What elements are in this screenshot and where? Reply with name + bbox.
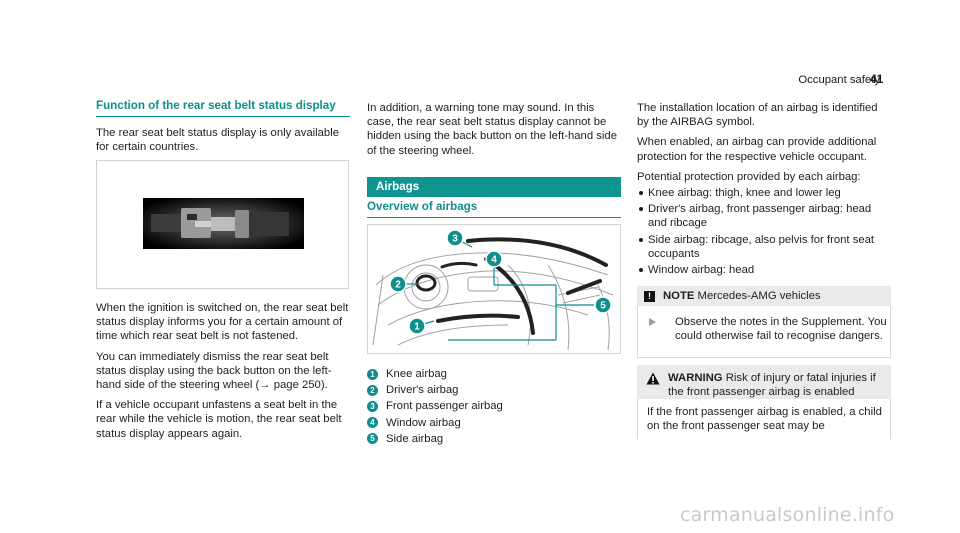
legend-label: Driver's airbag xyxy=(386,384,459,397)
legend-number: 2 xyxy=(367,384,378,396)
paragraph: Potential protection provided by each ai… xyxy=(637,170,861,183)
callout-3-badge xyxy=(446,229,464,247)
note-label: NOTE xyxy=(663,289,695,302)
paragraph: In addition, a warning tone may sound. I… xyxy=(367,102,617,157)
protection-list: Knee airbag: thigh, knee and lower leg D… xyxy=(637,186,891,277)
legend-number: 1 xyxy=(367,368,378,380)
legend-item: 1 Knee airbag xyxy=(367,367,621,381)
subheading: Overview of airbags xyxy=(367,200,621,218)
running-header: Occupant safety xyxy=(680,74,880,86)
airbag-legend: 1 Knee airbag 2 Driver's airbag 3 Front … xyxy=(367,367,621,448)
legend-number: 4 xyxy=(367,417,378,429)
note-box: ! NOTE Mercedes-AMG vehicles Observe the… xyxy=(637,286,891,358)
heading-rule xyxy=(367,217,621,218)
exclamation-icon: ! xyxy=(644,290,655,302)
note-body: Observe the notes in the Supplement. You… xyxy=(637,306,891,358)
section-heading: Function of the rear seat belt status di… xyxy=(96,99,336,112)
airbags-overview-figure: 1 2 3 4 5 xyxy=(367,224,621,354)
column-1: Function of the rear seat belt status di… xyxy=(96,99,350,160)
warning-body: If the front passenger airbag is enabled… xyxy=(637,399,891,439)
seatbelt-status-figure xyxy=(96,160,349,289)
legend-number: 5 xyxy=(367,433,378,445)
column-1-body: When the ignition is switched on, the re… xyxy=(96,301,350,447)
callout-5: 5 xyxy=(600,301,606,312)
warning-box: WARNING Risk of injury or fatal injuries… xyxy=(637,365,891,439)
callout-2-badge xyxy=(389,275,407,293)
column-2-intro: In addition, a warning tone may sound. I… xyxy=(367,101,621,164)
list-item: Window airbag: head xyxy=(637,263,891,277)
paragraph: When enabled, an airbag can provide addi… xyxy=(637,136,877,163)
list-item: Driver's airbag, front passenger airbag:… xyxy=(637,202,891,230)
legend-item: 5 Side airbag xyxy=(367,432,621,446)
column-3: The installation location of an airbag i… xyxy=(637,101,891,283)
legend-label: Front passenger airbag xyxy=(386,400,503,413)
page-number: 41 xyxy=(870,72,884,86)
note-title: Mercedes-AMG vehicles xyxy=(697,289,821,302)
heading-rule xyxy=(96,116,350,117)
warning-label: WARNING xyxy=(668,372,723,384)
list-item: Side airbag: ribcage, also pelvis for fr… xyxy=(637,233,891,261)
legend-label: Window airbag xyxy=(386,416,461,429)
intro-paragraph: The rear seat belt status display is onl… xyxy=(96,127,340,154)
legend-label: Knee airbag xyxy=(386,368,447,380)
callout-1-badge xyxy=(408,317,426,335)
seatbelt-status-display xyxy=(143,198,304,249)
callout-1: 1 xyxy=(414,322,420,333)
note-text: Observe the notes in the Supplement. You… xyxy=(675,316,887,343)
note-header: ! NOTE Mercedes-AMG vehicles xyxy=(637,286,891,306)
watermark: carmanualsonline.info xyxy=(680,504,895,526)
legend-item: 4 Window airbag xyxy=(367,416,621,430)
warning-header: WARNING Risk of injury or fatal injuries… xyxy=(637,365,891,399)
paragraph: The installation location of an airbag i… xyxy=(637,102,878,129)
callout-5-badge xyxy=(594,296,612,314)
paragraph: When the ignition is switched on, the re… xyxy=(96,302,349,343)
list-item: Knee airbag: thigh, knee and lower leg xyxy=(637,186,891,200)
legend-label: Side airbag xyxy=(386,432,444,445)
callout-4-badge xyxy=(485,250,503,268)
warning-triangle-icon xyxy=(646,372,660,385)
warning-title: Risk of injury or fatal injuries if the … xyxy=(668,372,876,399)
callout-4: 4 xyxy=(491,255,497,266)
legend-item: 3 Front passenger airbag xyxy=(367,399,621,413)
car-interior-illustration: 1 2 3 4 5 xyxy=(372,229,614,351)
seat-belt-icon xyxy=(143,198,304,249)
callout-2: 2 xyxy=(395,280,401,291)
paragraph: If a vehicle occupant unfastens a seat b… xyxy=(96,399,342,440)
triangle-arrow-icon xyxy=(649,318,656,326)
paragraph: You can immediately dismiss the rear sea… xyxy=(96,350,332,392)
subheading-text: Overview of airbags xyxy=(367,200,478,213)
legend-item: 2 Driver's airbag xyxy=(367,383,621,397)
section-bar-airbags: Airbags xyxy=(367,177,621,197)
legend-number: 3 xyxy=(367,401,378,412)
section-title: Occupant safety xyxy=(798,74,880,86)
callout-3: 3 xyxy=(452,234,458,245)
